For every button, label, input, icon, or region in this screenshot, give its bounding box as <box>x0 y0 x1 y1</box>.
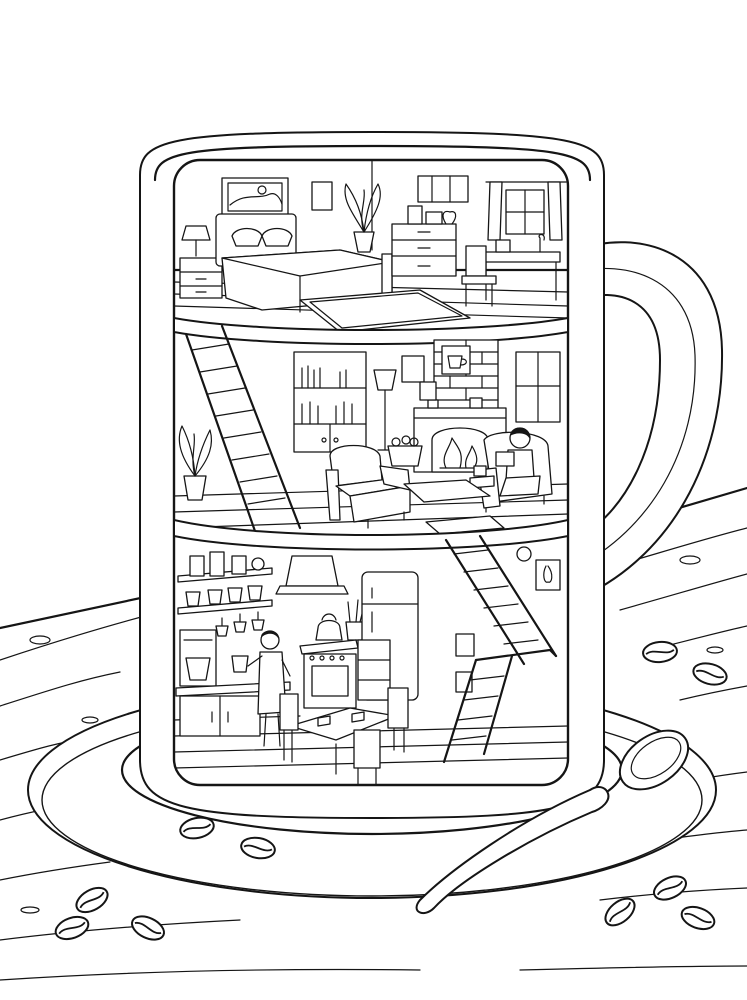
dining-table <box>289 707 397 775</box>
photo-frames <box>417 175 469 203</box>
range-hood <box>285 555 339 587</box>
table-lamp <box>181 225 211 241</box>
bedroom-floor <box>174 160 568 345</box>
wall-picture <box>401 355 425 383</box>
coffee-bean-icon <box>71 881 113 919</box>
kitchen-cabinet <box>357 639 391 701</box>
spoon-icon <box>415 729 690 915</box>
dresser <box>391 205 457 277</box>
coffee-bean-icon <box>689 658 731 690</box>
armchair <box>325 444 411 529</box>
kitchen-floor <box>174 534 568 785</box>
stove <box>299 613 359 709</box>
dining-chairs <box>279 687 409 785</box>
coffee-bean-icon <box>677 901 719 935</box>
reading-person <box>477 427 553 513</box>
coffee-pot <box>231 655 249 673</box>
coffee-maker <box>179 629 217 687</box>
floor-plant <box>178 425 213 501</box>
desk-chair <box>465 245 487 277</box>
book <box>495 451 515 467</box>
log-basket <box>387 435 423 467</box>
coffee-bean-icon <box>127 910 169 946</box>
cookie-jar <box>455 633 475 657</box>
small-frame <box>311 181 333 211</box>
wood-knots <box>20 555 724 914</box>
coffee-bean-icon <box>641 639 679 665</box>
living-room-rug <box>403 479 491 503</box>
living-room-ladder <box>184 324 302 536</box>
living-room-window <box>515 351 561 423</box>
kettle <box>315 619 343 641</box>
wall-clock <box>516 546 532 562</box>
floor-hatch <box>425 515 505 535</box>
bookshelf <box>293 351 367 453</box>
mug-interior <box>174 160 568 785</box>
wall-picture <box>535 559 561 591</box>
bedroom-rug <box>299 289 471 333</box>
kitchen-shelves <box>177 551 273 637</box>
kitchen-stairs <box>442 534 558 764</box>
desk <box>461 233 561 307</box>
living-room-floor <box>174 324 568 551</box>
fireplace <box>401 339 507 473</box>
floor-slab <box>174 519 568 551</box>
coffee-bean-icon <box>649 870 691 906</box>
potted-plant <box>344 183 381 253</box>
bedroom-window <box>485 181 567 241</box>
nightstand <box>179 257 223 299</box>
coffee-bean-icon <box>51 911 93 945</box>
floor-slab <box>174 317 568 345</box>
